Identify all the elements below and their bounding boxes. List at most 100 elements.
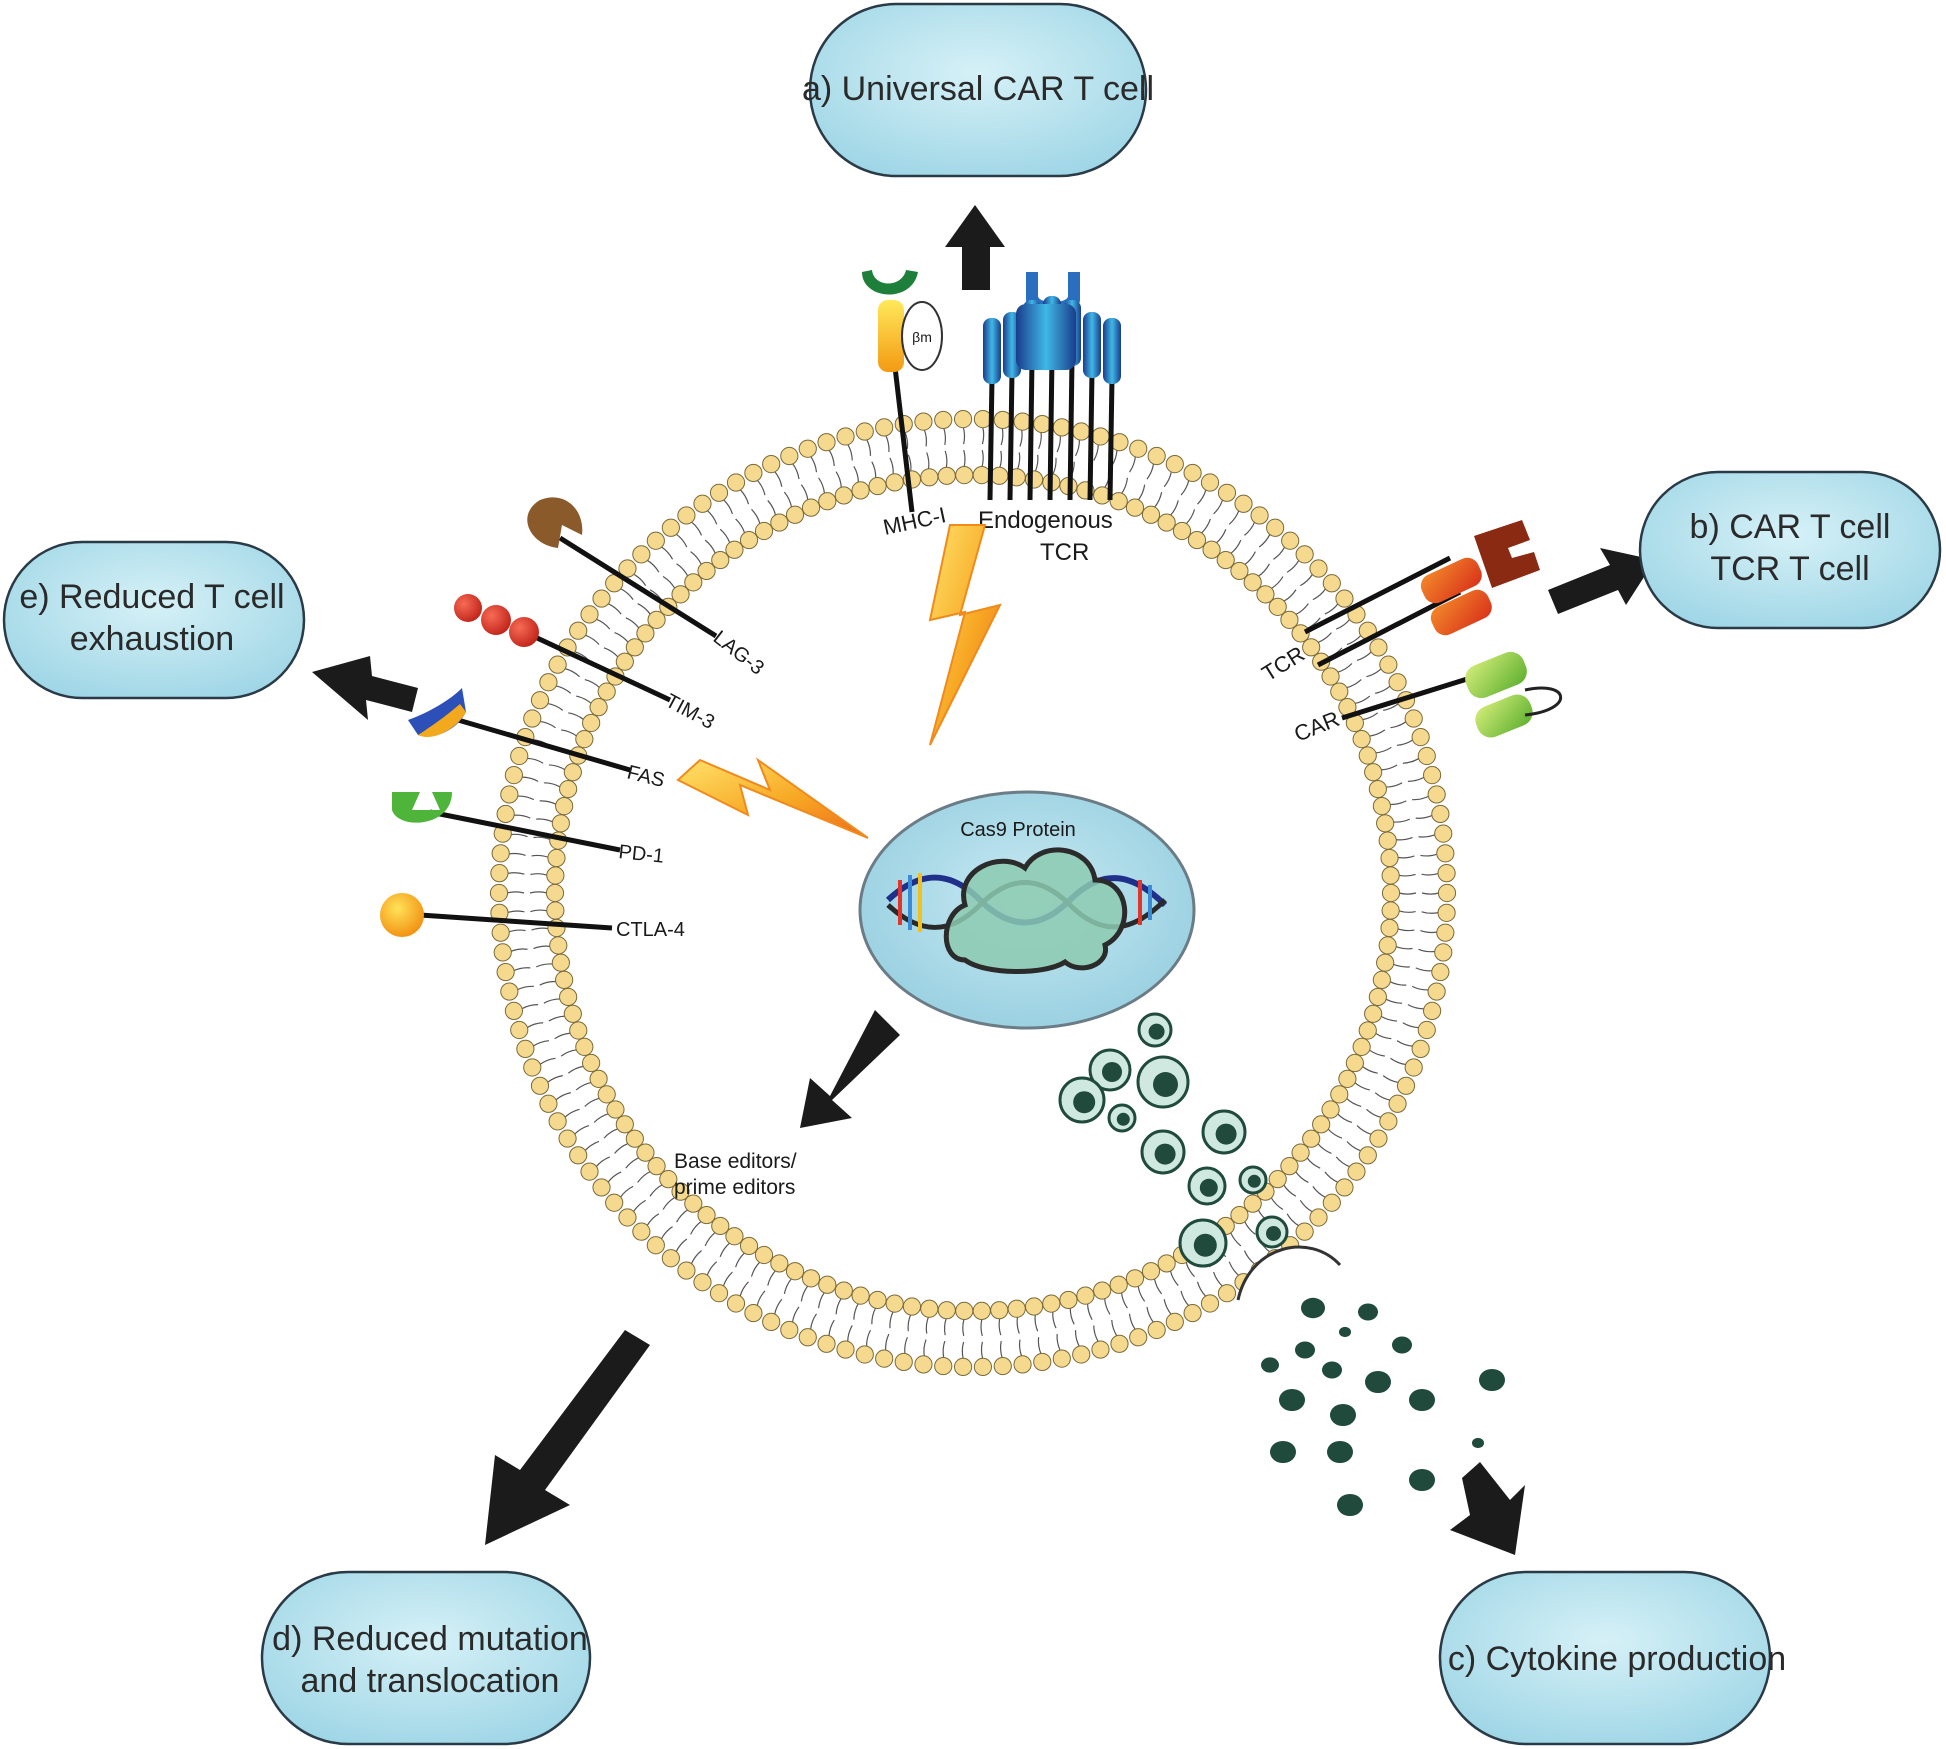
- lipid-head: [491, 923, 510, 942]
- lipid-tail: [1375, 685, 1391, 694]
- lipid-tail: [756, 479, 766, 496]
- lipid-head: [589, 698, 608, 717]
- lipid-tail: [818, 477, 826, 494]
- lipid-tail: [1385, 998, 1403, 1004]
- lipid-tail: [513, 967, 531, 972]
- lipid-head: [569, 1021, 588, 1040]
- lipid-head: [1243, 1194, 1262, 1213]
- lipid-tail: [1407, 776, 1425, 782]
- lipid-head: [725, 540, 744, 559]
- lipid-tail: [555, 685, 572, 694]
- lipid-tail: [871, 461, 877, 479]
- lipid-tail: [1402, 1022, 1420, 1029]
- lipid-tail: [1129, 456, 1137, 473]
- lipid-tail: [1389, 981, 1407, 986]
- lipid-head: [1347, 1162, 1366, 1181]
- lipid-head: [953, 1357, 973, 1376]
- lipid-head: [546, 901, 565, 920]
- lipid-head: [836, 427, 855, 446]
- lipid-head: [1216, 550, 1235, 570]
- lipid-head: [1165, 455, 1184, 474]
- lipid-head: [625, 638, 644, 657]
- lipid-head: [697, 1205, 716, 1225]
- lipid-head: [491, 844, 510, 863]
- lipid-head: [1378, 936, 1397, 955]
- lipid-head: [504, 1001, 523, 1020]
- car-label: CAR: [1291, 706, 1343, 747]
- lipid-head: [1217, 1284, 1237, 1303]
- arrow-to-editors: [800, 1010, 900, 1128]
- lipid-head: [563, 763, 582, 782]
- lipid-head: [1411, 728, 1430, 747]
- lipid-tail: [963, 449, 966, 468]
- lipid-tail: [529, 891, 548, 894]
- lipid-head: [589, 1069, 608, 1088]
- lipid-head: [504, 766, 523, 785]
- lipid-tail: [1324, 1171, 1339, 1183]
- lipid-tail: [1270, 576, 1284, 590]
- lipid-head: [582, 713, 601, 733]
- lipid-head: [1436, 923, 1455, 942]
- lipid-head: [801, 1269, 821, 1288]
- lipid-head: [597, 682, 616, 701]
- lipid-head: [1379, 655, 1398, 674]
- lipid-tail: [1368, 1049, 1385, 1057]
- lipid-head: [1381, 901, 1400, 920]
- lipid-tail: [735, 1252, 746, 1268]
- lipid-tail: [603, 647, 619, 658]
- lipid-head: [493, 943, 512, 962]
- lipid-tail: [625, 1157, 640, 1169]
- lipid-head: [885, 1294, 904, 1313]
- lipid-tail: [521, 1004, 539, 1010]
- lipid-head: [801, 498, 821, 517]
- lipid-head: [1434, 943, 1453, 962]
- lipid-head: [1381, 866, 1400, 885]
- lipid-tail: [530, 909, 548, 913]
- cytokine-particle: [1327, 1440, 1353, 1464]
- lipid-tail: [980, 1341, 984, 1360]
- lipid-head: [785, 1262, 805, 1281]
- lipid-tail: [1354, 695, 1371, 705]
- lipid-tail: [783, 1278, 793, 1294]
- lipid-tail: [1415, 814, 1433, 819]
- nucleus: Cas9 Protein: [858, 790, 1196, 1030]
- lipid-tail: [1346, 1141, 1362, 1152]
- outcome-car-tcr: b) CAR T cell TCR T cell: [1638, 470, 1942, 630]
- lipid-head: [1291, 1143, 1310, 1162]
- lipid-tail: [1093, 1325, 1099, 1343]
- tcr-transmembrane: [1027, 359, 1035, 501]
- lipid-tail: [706, 1261, 718, 1276]
- lipid-tail: [1056, 1334, 1061, 1352]
- lipid-head: [1369, 1129, 1388, 1148]
- lipid-tail: [614, 1142, 629, 1154]
- lipid-head: [693, 1273, 712, 1292]
- tcr-transmembrane: [1107, 377, 1115, 501]
- lipid-head: [555, 796, 574, 816]
- lipid-head: [818, 492, 837, 511]
- cytokine-particle: [1365, 1370, 1391, 1394]
- lipid-head: [762, 455, 781, 474]
- lipid-head: [1007, 1299, 1026, 1318]
- lipid-head: [990, 466, 1009, 485]
- lipid-head: [920, 468, 939, 487]
- lipid-head: [546, 866, 565, 885]
- lipid-head: [914, 1355, 933, 1374]
- lipid-head: [489, 883, 509, 903]
- lipid-head: [1437, 864, 1456, 883]
- lipid-tail: [637, 602, 652, 615]
- lipid-tail: [1412, 795, 1430, 801]
- lipid-head: [569, 621, 588, 640]
- lipid-head: [972, 1301, 991, 1321]
- lipid-tail: [1380, 764, 1398, 771]
- cytokine-particle: [1409, 1388, 1435, 1412]
- lipid-tail: [568, 712, 585, 721]
- lipid-tail: [1421, 872, 1439, 876]
- lipid-head: [972, 465, 991, 485]
- lipid-head: [1427, 982, 1446, 1001]
- svg-text:b) CAR T cell: b) CAR T cell: [1690, 508, 1891, 546]
- lipid-tail: [1283, 1184, 1297, 1197]
- lipid-head: [1358, 746, 1377, 765]
- lipid-head: [615, 652, 634, 671]
- lipid-head: [1141, 505, 1161, 524]
- lipid-tail: [1392, 818, 1411, 823]
